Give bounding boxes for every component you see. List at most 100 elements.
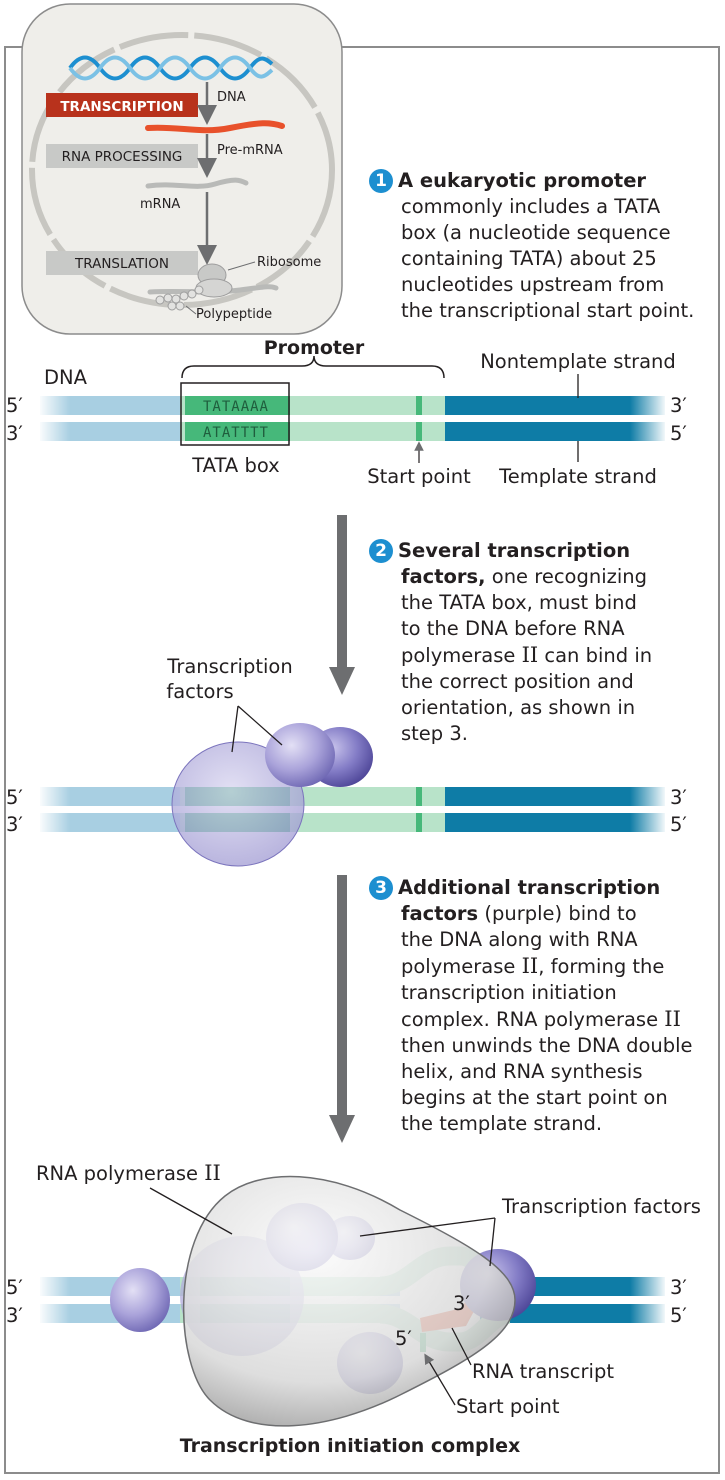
rna-transcript-label: RNA transcript (472, 1360, 614, 1383)
tf-leaders (231, 705, 283, 753)
step1-line: the transcriptional start point. (401, 299, 695, 322)
inset-panel (21, 3, 343, 335)
p3-bottom-5-prime: 5′ (670, 1304, 687, 1327)
rna-pol-leader (149, 1187, 233, 1235)
p2-top-5-prime: 5′ (6, 786, 23, 809)
p3-rna-3-prime: 3′ (453, 1292, 470, 1315)
polypeptide-label: Polypeptide (196, 307, 272, 322)
pre-mrna-strand (145, 120, 285, 134)
top-3-prime-label: 3′ (670, 394, 687, 417)
step3-line: complex. RNA polymerase (401, 1008, 665, 1031)
dna-label: DNA (44, 366, 88, 389)
step2-heading: Several transcription (398, 539, 631, 562)
step3-roman: II (521, 954, 539, 978)
tata-sequence-top: TATAAAA (203, 399, 269, 415)
p3-bottom-3-prime: 3′ (6, 1304, 23, 1327)
step2-line: the TATA box, must bind (401, 591, 637, 614)
bottom-5-prime-label: 5′ (670, 422, 687, 445)
transcription-factor-panel: Transcription factors 5′ 3′ 3′ 5′ (6, 655, 687, 867)
step2-heading-2: factors, (401, 565, 486, 588)
promoter-panel: TATAAAA ATATTTT Promoter DNA 5′ 3′ 3′ 5′… (6, 337, 687, 488)
promoter-label: Promoter (264, 337, 365, 359)
step2-roman: II (521, 643, 539, 667)
step3-heading-2: factors (401, 902, 479, 925)
initiation-complex-panel: RNA polymerase II Transcription factors … (6, 1161, 701, 1457)
tf-label-line1: Transcription (166, 655, 292, 678)
dna-helix-icon (68, 55, 274, 81)
start-point-top-mark (416, 396, 422, 415)
step3-roman: II (664, 1007, 681, 1031)
step3-line: the template strand. (401, 1112, 603, 1135)
step1-badge: 1 (369, 169, 393, 193)
step2-badge: 2 (369, 539, 393, 563)
polypeptide-leader (185, 305, 197, 315)
p3-start-point-arrow (424, 1353, 456, 1406)
p3-rna-5-prime: 5′ (395, 1327, 412, 1350)
p3-tf-leaders (359, 1217, 496, 1267)
step2-line: one recognizing (485, 565, 648, 588)
bottom-3-prime-label: 3′ (6, 422, 23, 445)
tfiid-blob (171, 741, 305, 867)
inset-dna-label: DNA (217, 90, 246, 105)
p2-bottom-coding (445, 813, 665, 832)
p2-top-start (416, 787, 422, 806)
step3-heading: Additional transcription (398, 876, 661, 899)
step-arrow-1 (329, 515, 355, 695)
step3-line: transcription initiation (401, 981, 617, 1004)
tf-ball-left (110, 1268, 170, 1332)
step1-line: box (a nucleotide sequence (401, 221, 671, 244)
rna-transcript-leader (451, 1327, 472, 1366)
step2-line: can bind in (538, 644, 653, 667)
step2-line: orientation, as shown in (401, 696, 636, 719)
p3-start-point-label: Start point (456, 1395, 560, 1418)
p3-top-5-prime: 5′ (6, 1276, 23, 1299)
start-point-label: Start point (367, 465, 471, 488)
tf-ball-light (265, 723, 335, 787)
p3-tf-label: Transcription factors (501, 1195, 701, 1218)
p3-top-3-prime: 3′ (670, 1276, 687, 1299)
template-strand-label: Template strand (498, 465, 657, 488)
p2-bottom-3-prime: 3′ (6, 813, 23, 836)
rna-processing-box (46, 144, 198, 168)
step-arrow-2 (329, 875, 355, 1143)
transcription-label: TRANSCRIPTION (60, 99, 183, 115)
right-fade (630, 394, 667, 443)
step2-line: to the DNA before RNA (401, 617, 625, 640)
tata-top-segment (185, 396, 290, 415)
step1-line: containing TATA) about 25 (401, 247, 657, 270)
p2-top-3-prime: 3′ (670, 786, 687, 809)
step3-line: (purple) bind to (478, 902, 637, 925)
mrna-on-ribosome (147, 284, 279, 295)
step3-line: , forming the (538, 955, 665, 978)
step1-line: nucleotides upstream from (401, 273, 665, 296)
tata-box-outline (180, 382, 290, 446)
tata-box-label: TATA box (191, 454, 279, 477)
step2-line: step 3. (401, 722, 468, 745)
step1-heading: A eukaryotic promoter (398, 169, 647, 192)
coding-top-segment (445, 396, 665, 415)
p2-bottom-5-prime: 5′ (670, 813, 687, 836)
step3-line: helix, and RNA synthesis (401, 1060, 643, 1083)
ribosome-leader (227, 261, 256, 271)
tf-label-line2: factors (166, 680, 233, 703)
figure-frame (4, 46, 720, 1474)
step1-line: commonly includes a TATA (401, 195, 661, 218)
polypeptide-beads-icon (155, 285, 204, 311)
left-fade (38, 394, 70, 443)
p2-bottom-start (416, 813, 422, 832)
initiation-complex-caption: Transcription initiation complex (180, 1435, 521, 1457)
central-dogma-inset: TRANSCRIPTION DNA RNA PROCESSING Pre-mRN… (21, 3, 343, 335)
step2-line: polymerase (401, 644, 522, 667)
step3-line: the DNA along with RNA (401, 928, 638, 951)
transcription-box (46, 93, 198, 117)
translation-label: TRANSLATION (74, 256, 169, 272)
mrna-label: mRNA (140, 197, 180, 212)
start-point-bottom-mark (416, 422, 422, 441)
ribosome-label: Ribosome (257, 255, 321, 270)
rna-processing-label: RNA PROCESSING (62, 149, 183, 165)
nontemplate-strand-label: Nontemplate strand (480, 350, 676, 373)
